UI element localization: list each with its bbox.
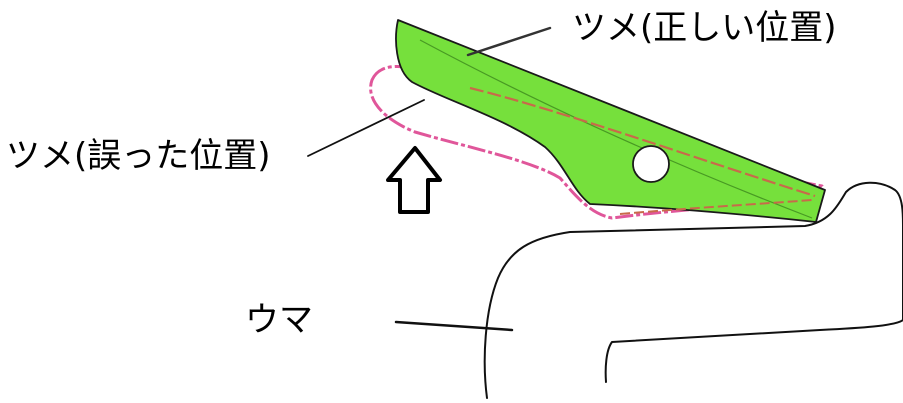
claw-correct-inner-edge — [419, 39, 813, 219]
wrong-position-leader-line — [307, 99, 425, 157]
claw-wrong-position-overlap — [469, 86, 816, 198]
uma-base-shape — [483, 181, 903, 399]
label-claw-wrong-position: ツメ(誤った位置) — [6, 136, 271, 176]
label-uma: ウマ — [245, 300, 313, 340]
claw-correct-position — [395, 19, 826, 223]
claw-wrong-position-lower-overlap — [619, 199, 813, 215]
up-arrow-icon — [386, 146, 442, 214]
claw-pivot-hole — [632, 145, 670, 183]
label-claw-correct-position: ツメ(正しい位置) — [572, 8, 837, 48]
uma-leader-line — [394, 320, 514, 332]
correct-position-leader-line — [466, 26, 552, 57]
